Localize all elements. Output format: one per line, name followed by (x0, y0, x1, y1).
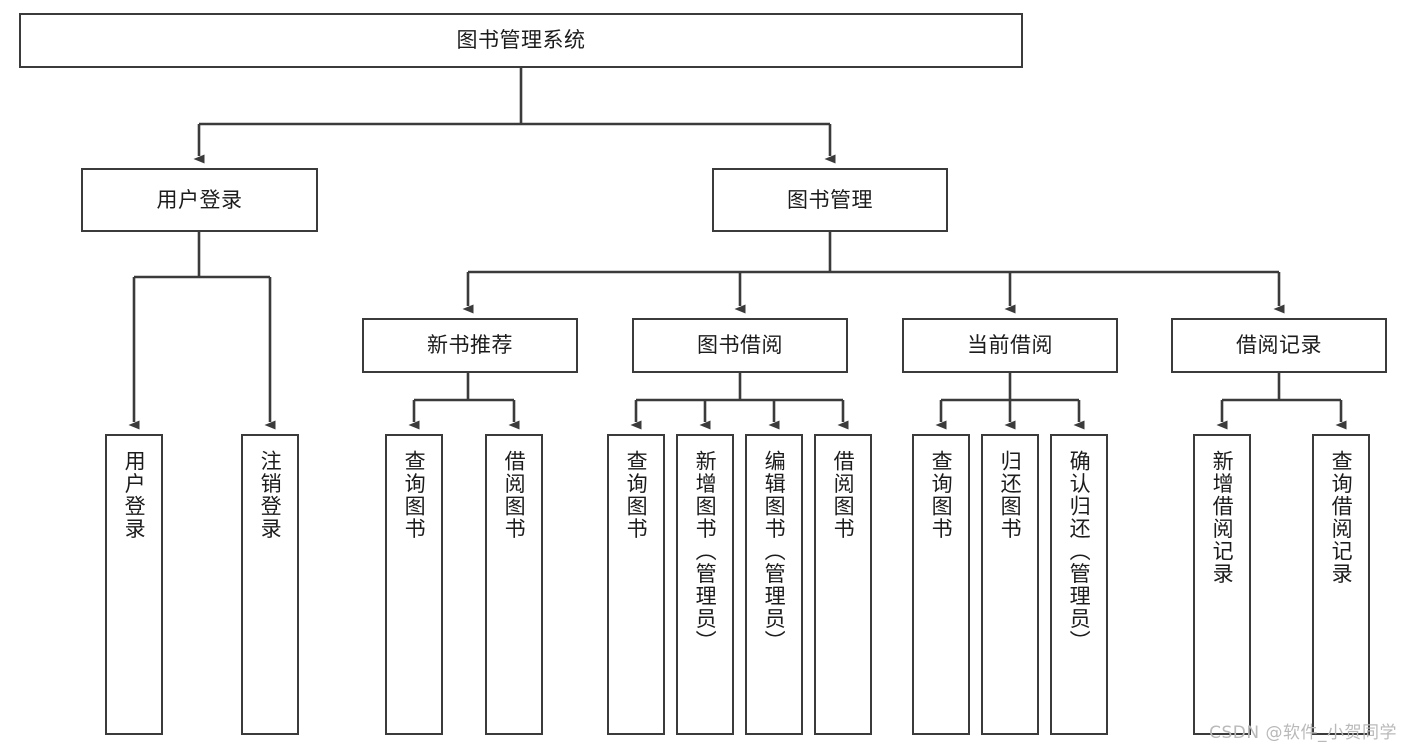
node-label: 借阅图书 (831, 450, 856, 540)
node-label: 新书推荐 (427, 333, 513, 358)
leaf-query-book-borrow[interactable]: 查询图书 (607, 434, 665, 735)
node-label: 新增借阅记录 (1210, 450, 1235, 585)
node-label: 图书借阅 (697, 333, 783, 358)
node-root-book-management-system[interactable]: 图书管理系统 (19, 13, 1023, 68)
node-label: 图书管理系统 (456, 28, 586, 53)
node-user-login[interactable]: 用户登录 (81, 168, 318, 232)
leaf-add-book-admin[interactable]: 新增图书（管理员） (676, 434, 734, 735)
leaf-borrow-book[interactable]: 借阅图书 (814, 434, 872, 735)
node-label: 确认归还（管理员） (1067, 450, 1092, 653)
node-book-borrow[interactable]: 图书借阅 (632, 318, 848, 373)
node-borrow-record[interactable]: 借阅记录 (1171, 318, 1387, 373)
node-label: 查询图书 (929, 450, 954, 540)
leaf-query-book-recommend[interactable]: 查询图书 (385, 434, 443, 735)
leaf-borrow-book-recommend[interactable]: 借阅图书 (485, 434, 543, 735)
node-label: 注销登录 (258, 450, 283, 540)
node-label: 用户登录 (122, 450, 147, 540)
leaf-return-book[interactable]: 归还图书 (981, 434, 1039, 735)
leaf-add-borrow-record[interactable]: 新增借阅记录 (1193, 434, 1251, 735)
watermark-text: CSDN @软件_小贺同学 (1209, 723, 1397, 743)
leaf-query-borrow-record[interactable]: 查询借阅记录 (1312, 434, 1370, 735)
node-book-management[interactable]: 图书管理 (712, 168, 948, 232)
node-label: 新增图书（管理员） (693, 450, 718, 653)
node-new-book-recommend[interactable]: 新书推荐 (362, 318, 578, 373)
node-label: 用户登录 (156, 187, 243, 212)
node-label: 当前借阅 (967, 333, 1053, 358)
node-label: 归还图书 (998, 450, 1023, 540)
node-label: 借阅记录 (1236, 333, 1322, 358)
node-label: 借阅图书 (502, 450, 527, 540)
node-label: 查询图书 (624, 450, 649, 540)
node-current-borrow[interactable]: 当前借阅 (902, 318, 1118, 373)
leaf-edit-book-admin[interactable]: 编辑图书（管理员） (745, 434, 803, 735)
leaf-logout-login[interactable]: 注销登录 (241, 434, 299, 735)
leaf-query-book-current[interactable]: 查询图书 (912, 434, 970, 735)
leaf-confirm-return-admin[interactable]: 确认归还（管理员） (1050, 434, 1108, 735)
node-label: 查询借阅记录 (1329, 450, 1354, 585)
node-label: 编辑图书（管理员） (762, 450, 787, 653)
node-label: 图书管理 (787, 187, 873, 212)
node-label: 查询图书 (402, 450, 427, 540)
leaf-user-login[interactable]: 用户登录 (105, 434, 163, 735)
